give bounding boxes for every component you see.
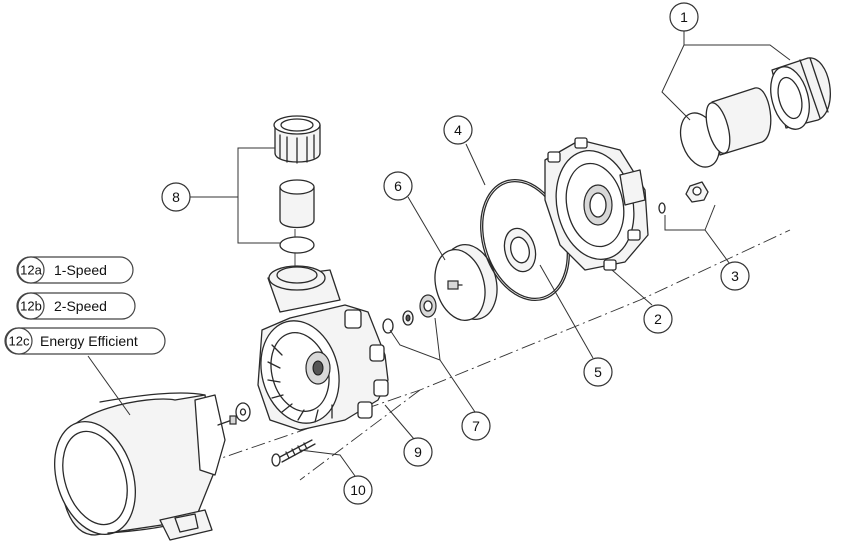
motor-option-12b: 12b 2-Speed (16, 292, 136, 320)
shaft-seal-set (382, 294, 437, 334)
seal-plate (544, 137, 649, 271)
svg-text:12b: 12b (20, 299, 42, 314)
motor-option-12a: 12a 1-Speed (16, 256, 134, 284)
union-assembly (268, 115, 326, 291)
union-assembly-right (679, 57, 831, 168)
callout-10: 10 (343, 475, 373, 505)
svg-text:4: 4 (454, 122, 462, 138)
shaft-washer (235, 402, 251, 422)
svg-text:2-Speed: 2-Speed (54, 298, 107, 314)
svg-text:9: 9 (414, 444, 422, 460)
svg-text:2: 2 (654, 311, 662, 327)
callout-3: 3 (720, 261, 750, 291)
housing-screw (271, 439, 316, 467)
callout-5: 5 (583, 357, 613, 387)
motor-option-12c: 12c Energy Efficient (4, 327, 166, 355)
svg-text:Energy Efficient: Energy Efficient (40, 333, 138, 349)
svg-text:1-Speed: 1-Speed (54, 262, 107, 278)
svg-text:10: 10 (350, 482, 366, 498)
callout-4: 4 (443, 115, 473, 145)
diffuser-ring (503, 227, 537, 273)
svg-text:12a: 12a (20, 263, 42, 278)
svg-text:1: 1 (680, 9, 688, 25)
callout-6: 6 (383, 171, 413, 201)
motor (54, 392, 237, 541)
callout-9: 9 (403, 437, 433, 467)
svg-text:6: 6 (394, 178, 402, 194)
svg-text:7: 7 (472, 418, 480, 434)
impeller (434, 244, 498, 321)
callout-8: 8 (161, 182, 191, 212)
callout-7: 7 (461, 411, 491, 441)
callout-1: 1 (669, 2, 699, 32)
svg-text:3: 3 (731, 268, 739, 284)
leader-lines (87, 31, 791, 477)
svg-text:5: 5 (594, 364, 602, 380)
svg-text:12c: 12c (9, 334, 30, 349)
svg-text:8: 8 (172, 189, 180, 205)
drain-plug (658, 181, 709, 214)
pump-housing (257, 269, 389, 431)
callout-2: 2 (643, 304, 673, 334)
